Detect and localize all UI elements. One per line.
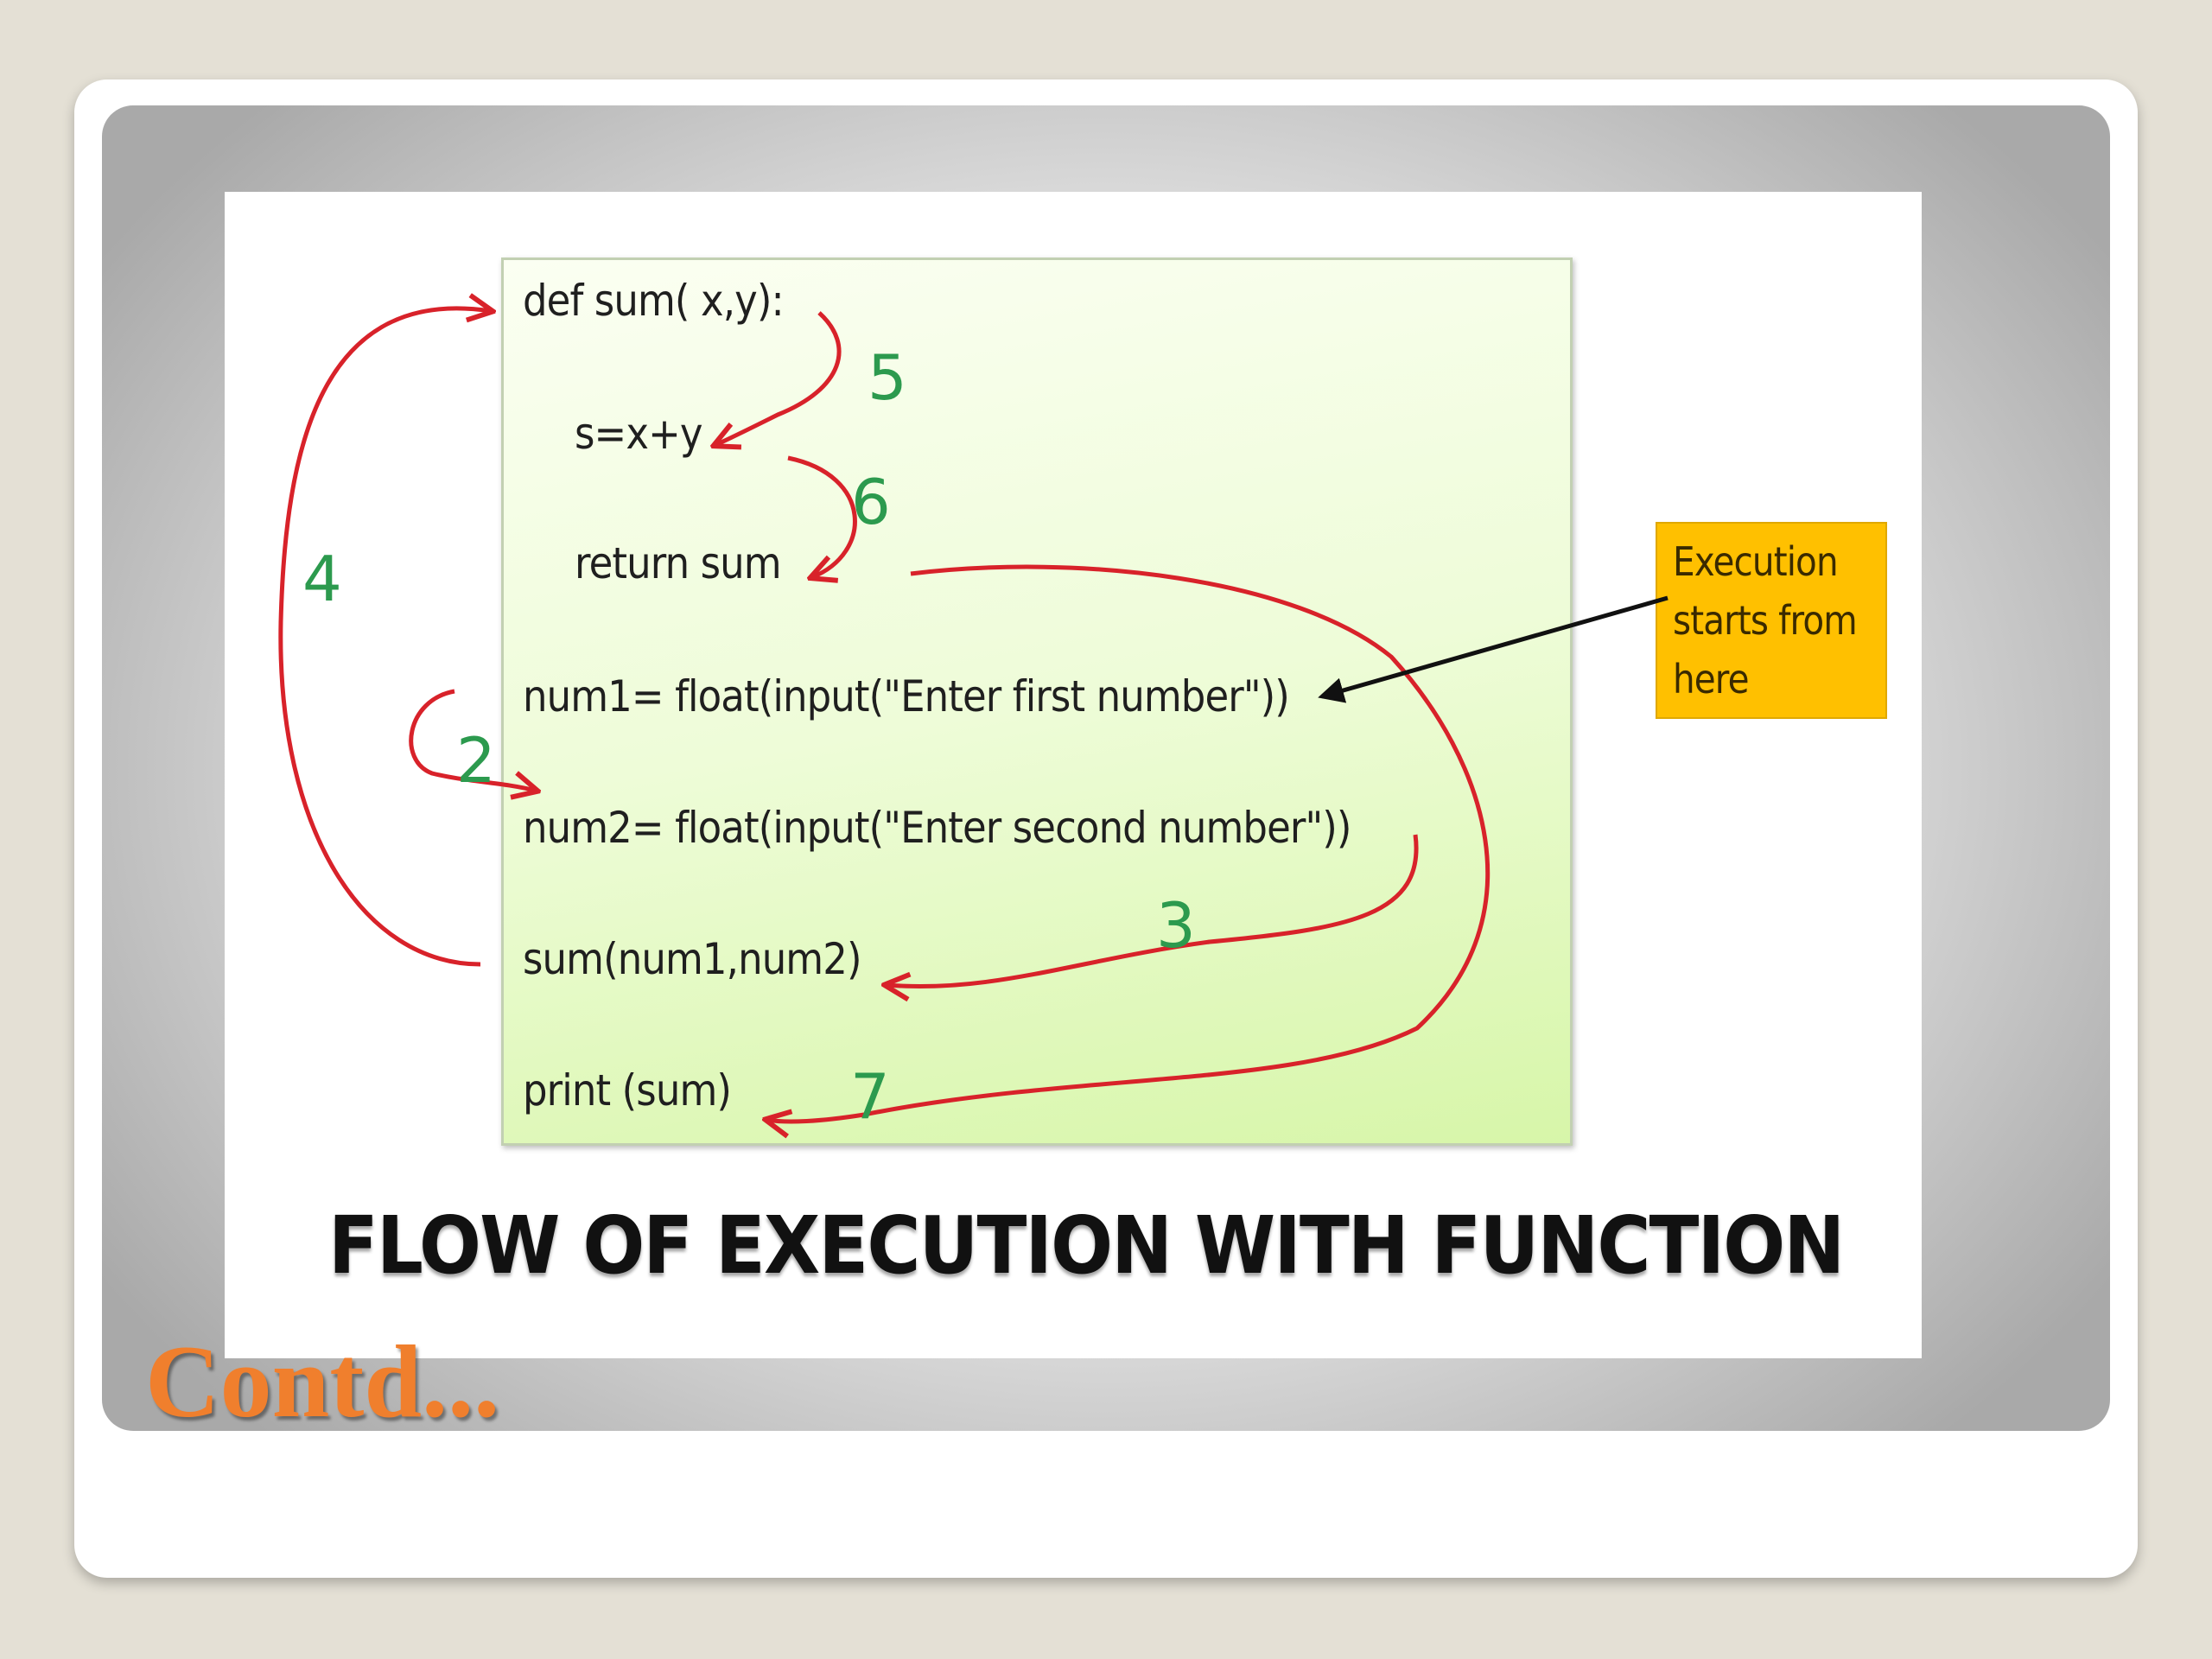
callout-line-1: Execution: [1673, 538, 1839, 585]
start-callout: Execution starts from here: [1656, 522, 1887, 719]
step-number-7: 7: [850, 1060, 890, 1133]
arrow-step-5: [715, 311, 842, 445]
arrow-step-2: [409, 689, 536, 791]
code-line-call: sum(num1,num2): [523, 934, 862, 984]
step-number-4: 4: [302, 543, 342, 615]
step-number-2: 2: [456, 724, 496, 797]
code-line-num2: num2= float(input("Enter second number")…: [523, 803, 1351, 853]
arrow-step-3: [887, 834, 1419, 987]
code-line-num1: num1= float(input("Enter first number")): [523, 671, 1290, 721]
figure-caption: FLOW OF EXECUTION WITH FUNCTION: [328, 1199, 1845, 1292]
slide-title: Contd...: [145, 1324, 500, 1439]
callout-line-2: starts from: [1673, 597, 1858, 644]
step-number-3: 3: [1156, 889, 1196, 962]
code-box: def sum( x,y): s=x+y return sum num1= fl…: [501, 257, 1573, 1146]
callout-line-3: here: [1673, 656, 1750, 702]
arrow-step-6: [787, 455, 857, 577]
step-number-6: 6: [851, 466, 891, 538]
arrow-step-7: [767, 564, 1491, 1122]
code-line-return: return sum: [575, 538, 782, 588]
arrow-step-4: [278, 308, 491, 967]
code-line-def: def sum( x,y):: [523, 276, 785, 326]
code-line-print: print (sum): [523, 1065, 732, 1116]
step-number-5: 5: [868, 341, 907, 414]
arrow-execution-start: [1318, 595, 1669, 703]
code-line-assign: s=x+y: [575, 409, 703, 459]
